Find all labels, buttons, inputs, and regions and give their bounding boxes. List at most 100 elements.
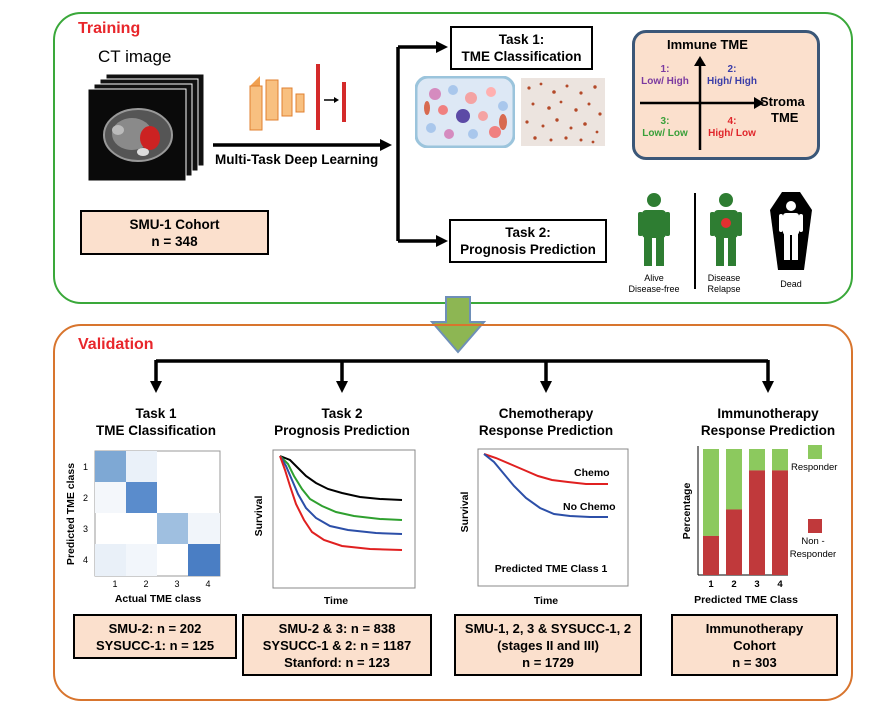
no-chemo-label: No Chemo (563, 501, 616, 513)
dead-label: Dead (780, 279, 802, 289)
quadrant-axes (640, 56, 764, 150)
col3-cohort-line1: SMU-1, 2, 3 & SYSUCC-1, 2 (464, 620, 632, 636)
q2-label: High/ High (707, 76, 757, 87)
survival-curves-plot: Survival Time (253, 449, 416, 607)
chemo-curve (483, 453, 608, 485)
tme-quadrant-box (632, 30, 820, 160)
confusion-matrix: Predicted TME class 1 2 3 4 1 2 3 4 Actu… (65, 450, 221, 605)
q1-num: 1: (660, 64, 670, 75)
quadrant-x-axis-label-1: Stroma (760, 94, 805, 109)
responder-bar-1 (703, 449, 719, 536)
chemo-y-label: Survival (459, 491, 471, 532)
cohort-name: SMU-1 Cohort (129, 216, 220, 232)
col2-cohort-line3: Stanford: n = 123 (284, 654, 390, 670)
q2-num: 2: (727, 64, 737, 75)
task1-line1: Task 1: (498, 32, 545, 47)
col3-title-line1: Chemotherapy (498, 406, 594, 421)
cm-xtick-1: 1 (112, 579, 117, 589)
legend-responder-swatch (808, 445, 822, 459)
alive-line2: Disease-free (628, 284, 680, 294)
col2-title: Task 2 Prognosis Prediction (254, 405, 430, 439)
validation-panel (53, 324, 853, 701)
cm-ytick-2: 2 (83, 493, 88, 503)
task2-box: Task 2: Prognosis Prediction (449, 219, 607, 263)
immunotherapy-bar-chart: Percentage 1 2 3 4 Predicted TME Class R… (681, 445, 837, 606)
responder-bar-4 (772, 449, 788, 471)
col3-cohort-box: SMU-1, 2, 3 & SYSUCC-1, 2 (stages II and… (454, 614, 642, 676)
col4-title-line2: Response Prediction (700, 423, 836, 438)
col3-cohort-line2: (stages II and III) (497, 637, 599, 653)
col1-title-line1: Task 1 (135, 406, 177, 421)
task2-line1: Task 2: (505, 225, 551, 240)
col4-cohort-line1: Immunotherapy (705, 620, 804, 636)
col4-cohort-box: Immunotherapy Cohort n = 303 (671, 614, 838, 676)
cm-xtick-3: 3 (174, 579, 179, 589)
col3-title: Chemotherapy Response Prediction (460, 405, 632, 439)
relapse-line2: Relapse (707, 284, 741, 294)
relapse-person-icon (710, 193, 742, 266)
immuno-y-label: Percentage (681, 483, 693, 540)
chemo-subset-label: Predicted TME Class 1 (495, 563, 608, 575)
nonresponder-bar-2 (726, 509, 742, 575)
alive-person-icon (638, 193, 670, 266)
col2-cohort-line1: SMU-2 & 3: n = 838 (278, 620, 396, 636)
col1-cohort-line1: SMU-2: n = 202 (108, 620, 202, 636)
legend-nonresponder-label-2: Responder (790, 549, 836, 560)
col3-cohort-line3: n = 1729 (522, 654, 574, 670)
immuno-x-label: Predicted TME Class (694, 594, 798, 606)
chemo-label: Chemo (574, 467, 610, 479)
col1-title: Task 1 TME Classification (76, 405, 236, 439)
q3-label: Low/ Low (642, 128, 688, 139)
col1-cohort-line2: SYSUCC-1: n = 125 (95, 637, 215, 653)
relapse-line1: Disease (707, 273, 741, 283)
neural-network-icon (249, 64, 346, 131)
quadrant-2: 2: High/ High (698, 64, 766, 88)
col4-cohort-line2: Cohort (733, 637, 776, 653)
cm-y-label: Predicted TME class (65, 463, 77, 565)
training-arrows (213, 41, 448, 247)
nonresponder-bar-4 (772, 470, 788, 575)
legend-responder-label: Responder (791, 462, 837, 473)
relapse-label: Disease Relapse (696, 273, 752, 295)
col1-title-line2: TME Classification (95, 423, 217, 438)
validation-title: Validation (78, 336, 154, 353)
cm-ytick-4: 4 (83, 555, 88, 565)
survival-curve-red (279, 455, 403, 551)
col3-title-line2: Response Prediction (478, 423, 614, 438)
legend-nonresponder-label-1: Non - (801, 536, 824, 547)
cohort-n: n = 348 (151, 233, 198, 249)
ct-image-stack (88, 73, 205, 182)
q4-num: 4: (727, 116, 737, 127)
quadrant-y-axis-label: Immune TME (667, 37, 748, 52)
immuno-xtick-1: 1 (708, 579, 714, 590)
task1-box: Task 1: TME Classification (450, 26, 593, 70)
q3-num: 3: (660, 116, 670, 127)
legend-nonresponder-swatch (808, 519, 822, 533)
quadrant-4: 4: High/ Low (698, 116, 766, 140)
alive-label: Alive Disease-free (618, 273, 690, 295)
col2-cohort-box: SMU-2 & 3: n = 838 SYSUCC-1 & 2: n = 118… (242, 614, 432, 676)
surv-x-label: Time (324, 595, 348, 607)
task2-line2: Prognosis Prediction (460, 242, 596, 257)
chemo-survival-plot: Survival Chemo No Chemo Predicted TME Cl… (459, 448, 629, 607)
validation-branch-arrows (150, 359, 774, 393)
cm-x-label: Actual TME class (115, 593, 202, 605)
survival-curve-green (279, 455, 403, 521)
quadrant-1: 1: Low/ High (633, 64, 697, 88)
quadrant-x-axis-label-2: TME (771, 110, 799, 125)
col2-cohort-line2: SYSUCC-1 & 2: n = 1187 (262, 637, 412, 653)
coffin-icon (770, 192, 812, 270)
chemo-x-label: Time (534, 595, 558, 607)
nonresponder-bar-1 (703, 535, 719, 575)
method-label: Multi-Task Deep Learning (215, 152, 379, 167)
col4-title-line1: Immunotherapy (717, 406, 819, 421)
col2-title-line1: Task 2 (321, 406, 363, 421)
tme-cells-illustration (415, 76, 515, 148)
responder-bar-3 (749, 449, 765, 471)
cm-xtick-4: 4 (205, 579, 210, 589)
survival-curve-black (279, 455, 403, 501)
no-chemo-curve (483, 453, 608, 518)
col1-cohort-box: SMU-2: n = 202 SYSUCC-1: n = 125 (73, 614, 237, 659)
q1-label: Low/ High (641, 76, 689, 87)
immuno-xtick-4: 4 (777, 579, 783, 590)
